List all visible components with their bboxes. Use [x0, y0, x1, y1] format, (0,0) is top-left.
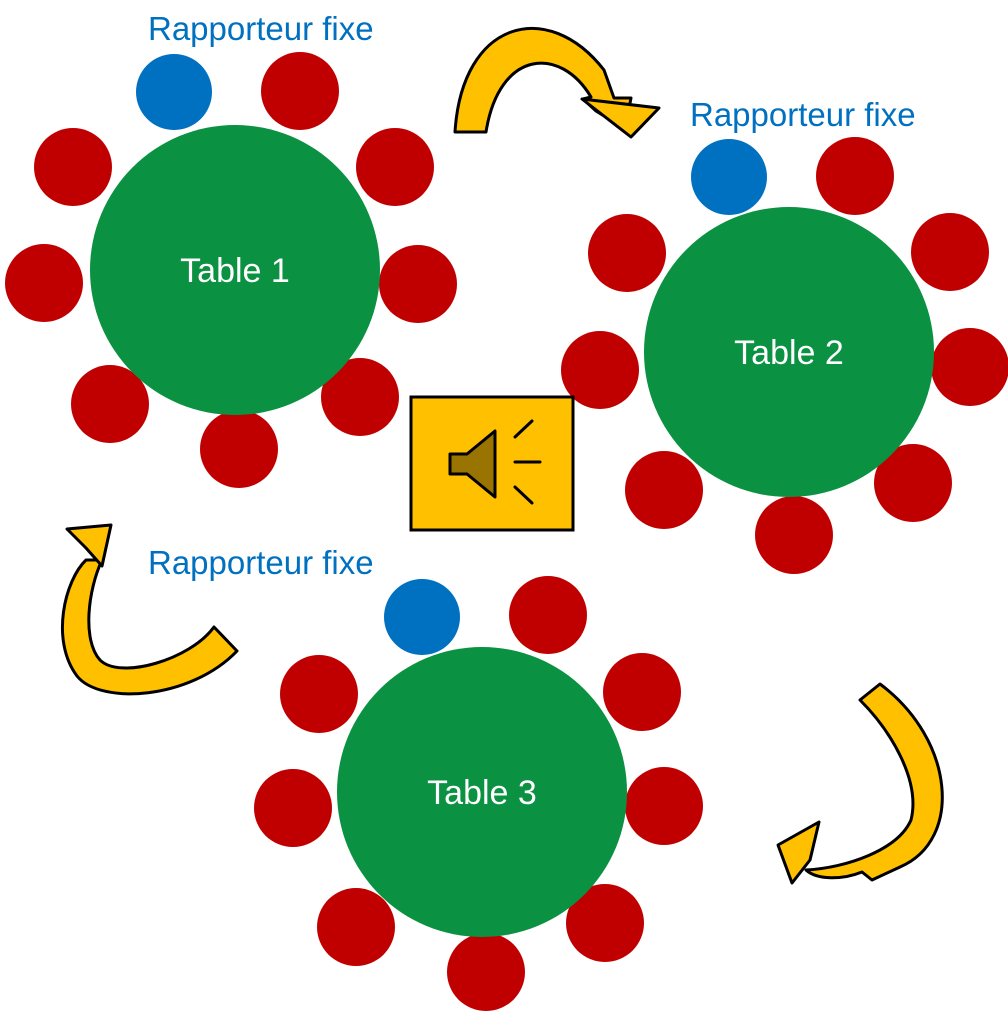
reporter-label-1: Rapporteur fixe	[148, 10, 374, 47]
table-group-1: Table 1	[5, 52, 457, 488]
participant-seat	[254, 769, 332, 847]
speaker-box[interactable]	[409, 395, 575, 532]
table-1-label: Table 1	[180, 252, 290, 290]
participant-seat	[874, 444, 952, 522]
participant-seat	[317, 888, 395, 966]
participant-seat	[911, 213, 989, 291]
participant-seat	[509, 576, 587, 654]
table-3-label: Table 3	[427, 774, 537, 812]
table-2-label: Table 2	[734, 334, 844, 372]
reporter-seat-3	[384, 579, 460, 655]
participant-seat	[588, 214, 666, 292]
reporter-label-3: Rapporteur fixe	[148, 544, 374, 581]
participant-seat	[447, 933, 525, 1011]
table-2	[644, 207, 934, 497]
table-group-2: Table 2	[561, 137, 1008, 574]
curved-arrow-icon	[453, 26, 661, 139]
reporter-seat-2	[691, 139, 767, 215]
participant-seat	[71, 365, 149, 443]
participant-seat	[356, 128, 434, 206]
speaker-icon	[448, 419, 542, 505]
participant-seat	[566, 884, 644, 962]
participant-seat	[321, 358, 399, 436]
table-3	[337, 647, 627, 937]
participant-seat	[280, 655, 358, 733]
participant-seat	[261, 52, 339, 130]
participant-seat	[755, 496, 833, 574]
participant-seat	[603, 653, 681, 731]
participant-seat	[5, 244, 83, 322]
curved-arrow-icon	[61, 523, 239, 696]
participant-seat	[34, 128, 112, 206]
reporter-label-2: Rapporteur fixe	[690, 96, 916, 133]
participant-seat	[931, 328, 1008, 406]
participant-seat	[625, 451, 703, 529]
curved-arrow-icon	[776, 682, 944, 885]
participant-seat	[200, 410, 278, 488]
table-1	[90, 125, 380, 415]
participant-seat	[379, 245, 457, 323]
participant-seat	[561, 331, 639, 409]
participant-seat	[625, 767, 703, 845]
reporter-seat-1	[136, 54, 212, 130]
table-group-3: Table 3	[254, 576, 703, 1011]
participant-seat	[816, 137, 894, 215]
